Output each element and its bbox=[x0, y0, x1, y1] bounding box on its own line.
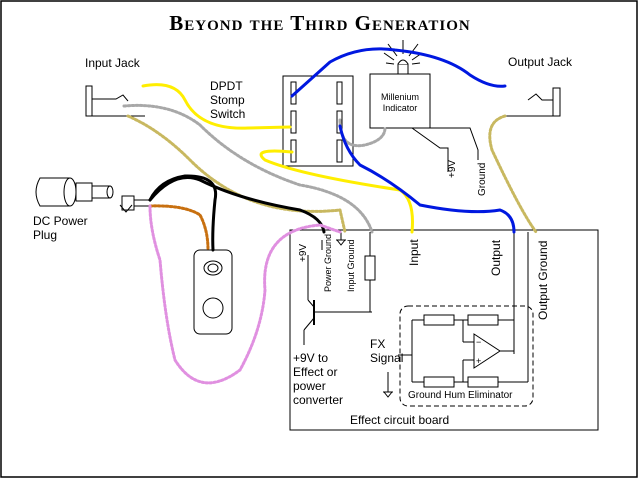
to-effect-line2: Effect or bbox=[293, 365, 337, 379]
input-jack bbox=[85, 85, 145, 117]
board-transistor bbox=[303, 240, 372, 345]
svg-text:−: − bbox=[476, 337, 481, 347]
board-resistor bbox=[364, 232, 376, 312]
wire-brown-battery bbox=[148, 204, 210, 252]
hum-eliminator-box bbox=[399, 305, 534, 407]
input-ground-label: Input Ground bbox=[346, 239, 356, 292]
board-input-label: Input bbox=[407, 239, 421, 266]
wire-khaki-output-ground bbox=[488, 114, 538, 234]
dpdt-stomp-switch bbox=[282, 75, 354, 167]
dc-socket bbox=[119, 195, 150, 213]
dpdt-label-line3: Switch bbox=[210, 107, 245, 121]
board-label: Effect circuit board bbox=[350, 413, 449, 427]
board-output-ground-label: Output Ground bbox=[536, 241, 550, 320]
indicator-label-line1: Millenium bbox=[381, 92, 419, 102]
power-ground-label: Power Ground bbox=[323, 234, 333, 292]
wire-pink-ground bbox=[148, 204, 342, 385]
wire-khaki-input-ground bbox=[126, 114, 347, 234]
to-effect-line3: power bbox=[293, 379, 326, 393]
effect-circuit-board bbox=[289, 229, 599, 431]
indicator-ground-lead bbox=[420, 127, 479, 160]
hum-eliminator-circuit: − + bbox=[383, 232, 529, 398]
indicator-ground-label: Ground bbox=[477, 163, 488, 196]
led-icon bbox=[397, 63, 409, 75]
indicator-9v-label: +9V bbox=[447, 160, 458, 178]
wire-blue-output bbox=[290, 47, 507, 98]
fx-signal-line2: Signal bbox=[370, 351, 403, 365]
millenium-indicator bbox=[369, 40, 431, 129]
wire-black-9v bbox=[148, 176, 326, 234]
board-output-label: Output bbox=[489, 239, 503, 276]
dc-power-plug bbox=[35, 177, 114, 207]
op-amp-icon bbox=[473, 333, 501, 369]
output-jack-label: Output Jack bbox=[508, 55, 573, 69]
dpdt-label-line2: Stomp bbox=[210, 93, 245, 107]
dc-plug-label-line1: DC Power bbox=[33, 214, 88, 228]
to-effect-line1: +9V to bbox=[293, 351, 328, 365]
wire-black-battery bbox=[148, 174, 218, 252]
indicator-label-line2: Indicator bbox=[383, 103, 418, 113]
battery-clip bbox=[193, 249, 233, 335]
dpdt-label-line1: DPDT bbox=[210, 79, 243, 93]
wire-gray-input-jack bbox=[122, 103, 374, 234]
input-jack-label: Input Jack bbox=[85, 56, 141, 70]
to-effect-line4: converter bbox=[293, 393, 343, 407]
wire-blue-board-output bbox=[338, 124, 516, 234]
power-ground-symbol bbox=[336, 232, 346, 246]
fx-signal-line1: FX bbox=[370, 337, 385, 351]
diagram-title: Beyond the Third Generation bbox=[169, 11, 470, 35]
svg-text:+: + bbox=[476, 356, 481, 366]
board-9v-label: +9V bbox=[298, 244, 309, 262]
dc-plug-label-line2: Plug bbox=[33, 228, 57, 242]
indicator-9v-lead bbox=[411, 127, 449, 172]
output-jack bbox=[505, 87, 561, 117]
wire-yellow-to-board-input bbox=[259, 149, 414, 234]
hum-eliminator-label: Ground Hum Eliminator bbox=[408, 390, 513, 401]
wire-yellow-input bbox=[141, 83, 292, 130]
